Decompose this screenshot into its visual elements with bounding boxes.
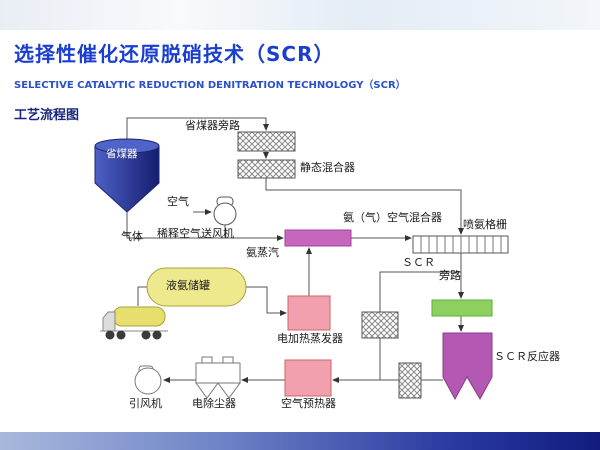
ammonia-injection-grid-label: 喷氨格栅: [463, 218, 507, 231]
ammonia-truck-shape: [100, 306, 168, 340]
ammonia-air-mixer-label: 氨（气）空气混合器: [343, 211, 442, 224]
induced-draft-fan-shape: [134, 365, 162, 395]
esp-label: 电除尘器: [192, 397, 236, 410]
esp-shape: [195, 356, 241, 399]
line-truck-to-tank: [137, 286, 147, 306]
outlet-duct-damper-box: [398, 362, 422, 399]
static-mixer-box: [237, 159, 296, 179]
scr-bypass-damper-box: [361, 311, 399, 339]
line-tank-to-evaporator: [246, 286, 287, 316]
economizer-shape: [94, 138, 160, 213]
economizer-label: 省煤器: [106, 148, 138, 160]
top-decoration-strip: [0, 0, 600, 30]
section-label-process-flow: 工艺流程图: [14, 108, 80, 123]
air-label: 空气: [167, 195, 189, 208]
dilution-air-fan-shape: [213, 196, 237, 226]
evaporator-shape: [287, 295, 331, 331]
bottom-decoration-bar: [0, 432, 600, 450]
induced-draft-fan-label: 引风机: [129, 397, 162, 410]
pipe-lines: [126, 117, 464, 383]
dilution-fan-label: 稀释空气送风机: [157, 227, 234, 240]
air-preheater-shape: [284, 359, 332, 397]
truck-wheels: [105, 330, 162, 340]
scr-reactor-label: ＳＣＲ反应器: [494, 350, 560, 363]
ammonia-air-mixer-shape: [284, 229, 352, 247]
gas-label: 气体: [121, 230, 143, 243]
catalyst-bar-shape: [431, 299, 493, 317]
economizer-bypass-label: 省煤器旁路: [185, 119, 240, 132]
evaporator-label: 电加热蒸发器: [277, 332, 343, 345]
economizer-bypass-box: [237, 131, 296, 152]
line-static-mixer-to-grid: [265, 178, 464, 235]
scr-bypass-label-line1: ＳＣＲ: [402, 256, 435, 269]
line-scr-bypass: [379, 271, 461, 380]
static-mixer-label: 静态混合器: [300, 161, 355, 174]
page-subtitle: SELECTIVE CATALYTIC REDUCTION DENITRATIO…: [14, 80, 406, 91]
liquid-ammonia-tank-label: 液氨储罐: [166, 279, 210, 292]
ammonia-injection-grid-shape: [412, 235, 509, 254]
scr-bypass-label-line2: 旁路: [439, 269, 461, 282]
line-gas-to-mixer: [126, 212, 284, 241]
scr-reactor-shape: [442, 332, 493, 401]
air-preheater-label: 空气预热器: [281, 397, 336, 410]
ammonia-vapor-label: 氨蒸汽: [246, 246, 279, 259]
liquid-ammonia-tank-shape: [146, 267, 247, 307]
page-title: 选择性催化还原脱硝技术（SCR）: [14, 42, 335, 66]
line-economizer-to-bypass: [126, 117, 269, 139]
